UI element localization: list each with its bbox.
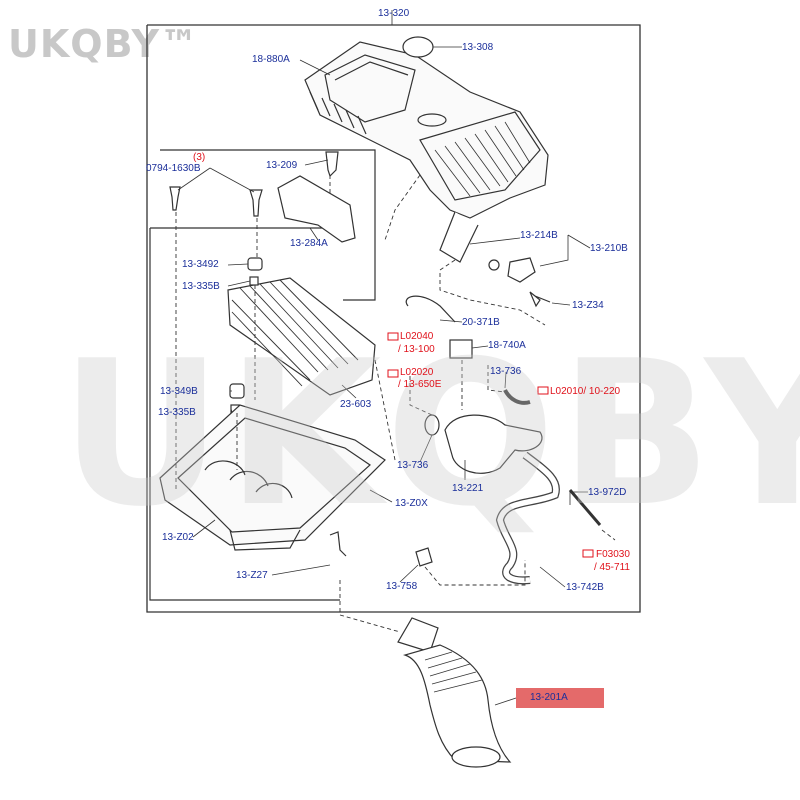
label-L02010: L02010/ 10-220 bbox=[550, 386, 621, 397]
label-13-335B-a: 13-335B bbox=[182, 281, 220, 292]
ref-icon-l02020 bbox=[387, 369, 399, 378]
label-23-603: 23-603 bbox=[340, 399, 372, 410]
clip-13-209 bbox=[325, 151, 339, 178]
label-18-880A: 18-880A bbox=[252, 54, 290, 65]
label-20-371B: 20-371B bbox=[462, 317, 500, 328]
bolt-left bbox=[169, 186, 181, 211]
filter-element-23-603 bbox=[227, 277, 376, 396]
air-cleaner-cover bbox=[304, 41, 549, 219]
highlight-13-201A: 13-201A bbox=[516, 688, 604, 708]
label-13-210B: 13-210B bbox=[590, 243, 628, 254]
bolt-right bbox=[249, 189, 263, 217]
label-13-201A: 13-201A bbox=[530, 692, 568, 703]
main-frame bbox=[146, 24, 641, 613]
valve-18-740A bbox=[449, 339, 473, 359]
hose-13-736-a bbox=[503, 389, 531, 405]
duct-13-221 bbox=[444, 414, 543, 474]
label-13-736-a: 13-736 bbox=[490, 366, 522, 377]
label-45-711: / 45-711 bbox=[594, 562, 630, 573]
label-13-349B: 13-349B bbox=[160, 386, 198, 397]
watermark-logo: UKQBY™ bbox=[8, 22, 200, 66]
label-13-221: 13-221 bbox=[452, 483, 484, 494]
label-13-972D: 13-972D bbox=[588, 487, 627, 498]
lower-case-13-Z02 bbox=[159, 404, 386, 551]
ref-icon-f03030 bbox=[582, 549, 594, 558]
label-13-650E: / 13-650E bbox=[398, 379, 442, 390]
label-13-736-b: 13-736 bbox=[397, 460, 429, 471]
label-13-3492: 13-3492 bbox=[182, 259, 219, 270]
grommet-13-3492 bbox=[247, 257, 263, 271]
hose-13-972D bbox=[568, 489, 602, 526]
ref-icon-l02040 bbox=[387, 332, 399, 341]
label-13-214B: 13-214B bbox=[520, 230, 558, 241]
label-qty-3: (3) bbox=[193, 152, 206, 163]
label-13-Z34: 13-Z34 bbox=[572, 300, 604, 311]
label-L02020: L02020 bbox=[400, 367, 434, 378]
label-13-742B: 13-742B bbox=[566, 582, 604, 593]
label-13-758: 13-758 bbox=[386, 581, 418, 592]
label-13-308: 13-308 bbox=[462, 42, 494, 53]
watermark-large: UKQBY™ bbox=[60, 318, 800, 551]
oring bbox=[488, 259, 500, 271]
screw-13-Z34 bbox=[529, 291, 551, 308]
sensor-13-210B bbox=[507, 257, 536, 283]
label-13-Z0X: 13-Z0X bbox=[395, 498, 428, 509]
outlet-pipe bbox=[439, 211, 479, 263]
label-13-284A: 13-284A bbox=[290, 238, 328, 249]
hose-20-371B bbox=[405, 295, 456, 323]
label-L02040: L02040 bbox=[400, 331, 434, 342]
bracket-box bbox=[160, 149, 376, 301]
label-13-Z02: 13-Z02 bbox=[162, 532, 194, 543]
fitting-13-758 bbox=[415, 547, 433, 567]
bracket-13-284A bbox=[277, 175, 356, 243]
label-13-320: 13-320 bbox=[378, 8, 410, 19]
label-13-335B-b: 13-335B bbox=[158, 407, 196, 418]
label-13-209: 13-209 bbox=[266, 160, 298, 171]
cap-13-308 bbox=[402, 36, 434, 58]
label-13-100: / 13-100 bbox=[398, 344, 435, 355]
label-0794-1630B: 0794-1630B bbox=[146, 163, 201, 174]
ref-icon-l02010 bbox=[537, 386, 549, 395]
label-F03030: F03030 bbox=[596, 549, 630, 560]
filter-box bbox=[149, 228, 340, 601]
label-18-740A: 18-740A bbox=[488, 340, 526, 351]
label-13-Z27: 13-Z27 bbox=[236, 570, 268, 581]
clip-13-Z27 bbox=[329, 531, 347, 557]
intake-hose-13-201A bbox=[397, 617, 512, 768]
bush-13-335B-a bbox=[249, 276, 259, 286]
